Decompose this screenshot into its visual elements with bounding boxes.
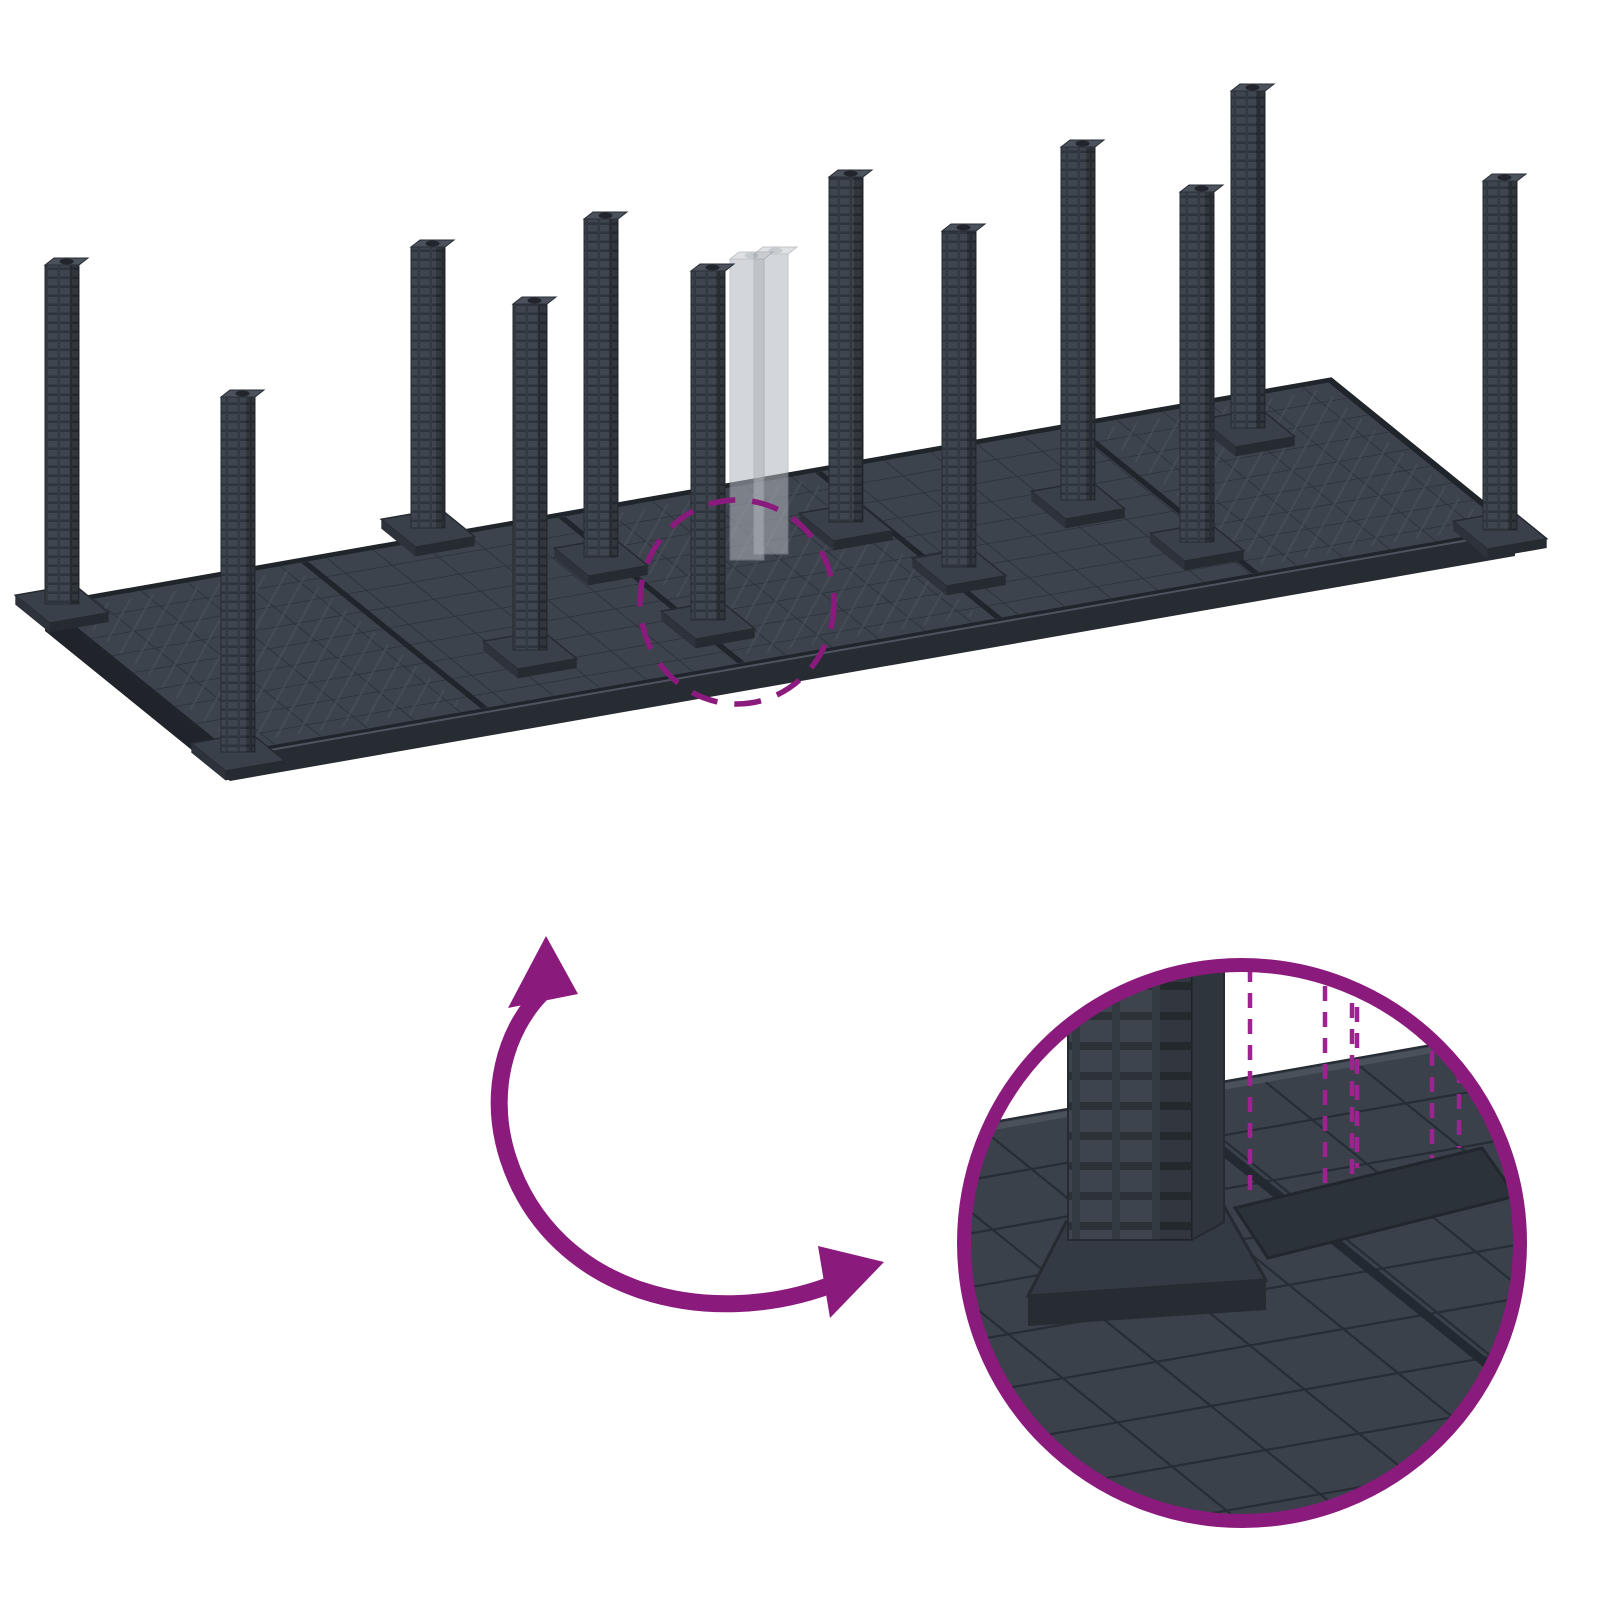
peg bbox=[13, 257, 111, 633]
detail-peg-socket-front bbox=[1028, 1280, 1266, 1326]
peg bbox=[1029, 139, 1127, 529]
platform bbox=[38, 377, 1522, 781]
platform-edge-highlight bbox=[229, 531, 1516, 758]
peg bbox=[1148, 184, 1246, 571]
peg-hole bbox=[1075, 140, 1090, 147]
peg bbox=[797, 169, 895, 551]
peg-hole bbox=[1245, 84, 1260, 91]
peg-body bbox=[1230, 90, 1266, 429]
rotation-arrow-shaft bbox=[490, 988, 840, 1313]
peg-hole bbox=[425, 240, 440, 247]
peg-hole bbox=[1497, 174, 1512, 181]
peg-hole bbox=[956, 224, 971, 231]
detail-ring bbox=[957, 958, 1527, 1528]
platform-top bbox=[38, 377, 1522, 758]
peg bbox=[1451, 173, 1549, 559]
peg-hole bbox=[705, 264, 720, 271]
peg-body bbox=[1482, 180, 1518, 531]
peg bbox=[910, 223, 1008, 596]
platform-front-face bbox=[230, 532, 1515, 781]
peg bbox=[552, 211, 650, 586]
peg-hole bbox=[598, 212, 613, 219]
peg-body bbox=[729, 258, 765, 561]
platform-left-face bbox=[45, 607, 230, 781]
peg-body bbox=[1179, 191, 1215, 543]
peg-hole bbox=[59, 258, 74, 265]
peg-body bbox=[512, 303, 548, 651]
peg bbox=[1199, 83, 1297, 457]
rotation-arrow bbox=[490, 936, 884, 1318]
peg-hole bbox=[1194, 185, 1209, 192]
peg bbox=[481, 296, 579, 679]
rotation-arrow-head-bottom bbox=[818, 1246, 884, 1318]
peg bbox=[659, 263, 757, 649]
peg-body bbox=[1060, 146, 1096, 501]
peg-body bbox=[583, 218, 619, 558]
peg-hole bbox=[527, 297, 542, 304]
peg bbox=[379, 239, 477, 557]
peg bbox=[189, 389, 287, 781]
peg-hole bbox=[744, 252, 759, 259]
highlight-dashed-circle bbox=[637, 497, 837, 707]
detail-content bbox=[970, 971, 1514, 1515]
peg-body bbox=[44, 264, 80, 605]
rotation-arrow-head-top bbox=[508, 936, 578, 1008]
peg-hole bbox=[843, 170, 858, 177]
peg-body bbox=[941, 230, 977, 568]
peg-body bbox=[690, 270, 726, 621]
ghost-peg bbox=[728, 251, 775, 561]
peg-hole bbox=[235, 390, 250, 397]
pegs-layer bbox=[13, 83, 1549, 781]
detail-socket-tray bbox=[1232, 1146, 1514, 1260]
detail-zoom bbox=[957, 958, 1527, 1528]
